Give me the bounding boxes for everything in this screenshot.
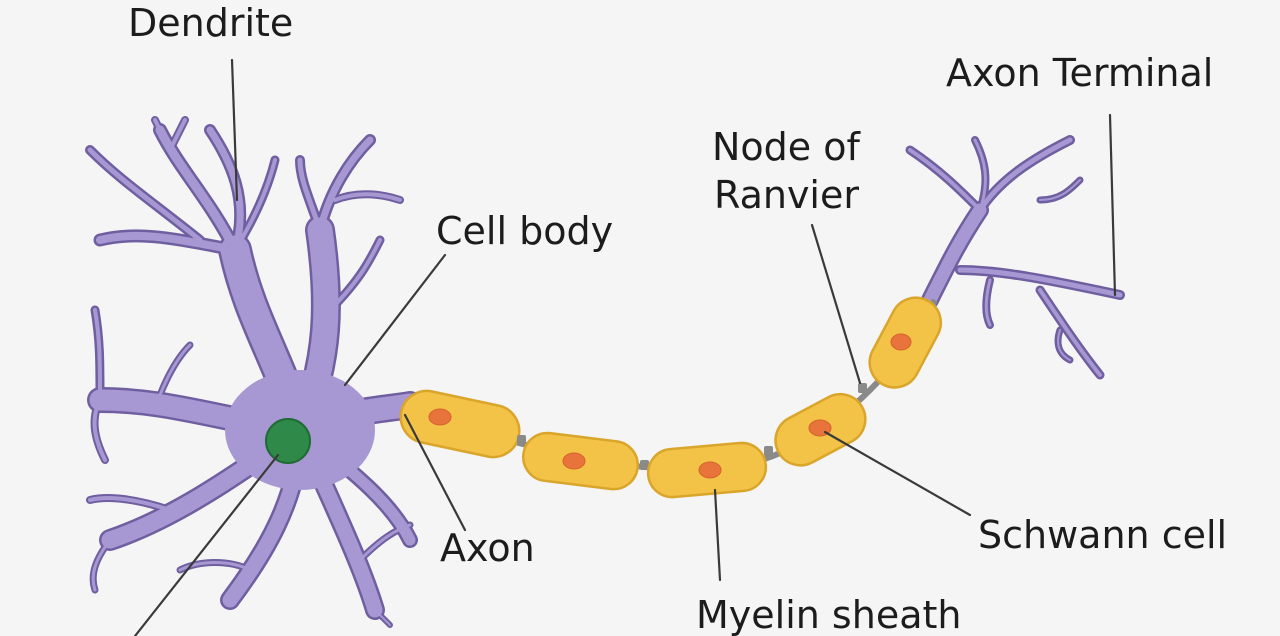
- label-myelin-sheath: Myelin sheath: [696, 593, 961, 636]
- leader-schwann-cell: [823, 430, 972, 517]
- label-axon: Axon: [440, 526, 535, 570]
- leader-myelin-sheath: [713, 488, 722, 582]
- leader-node-of-ranvier: [810, 223, 862, 385]
- label-cell-body: Cell body: [436, 209, 613, 253]
- schwann-cell-1: [399, 389, 521, 459]
- neuron-cell-shape: [85, 116, 424, 628]
- leader-axon: [403, 413, 467, 532]
- label-schwann-cell: Schwann cell: [978, 513, 1227, 557]
- axon-terminal-shape: [905, 135, 1125, 380]
- leader-cell-body: [343, 253, 447, 387]
- label-node-of-ranvier-line2: Ranvier: [714, 173, 859, 217]
- node-of-ranvier-1: [517, 435, 526, 445]
- leader-axon-terminal: [1108, 113, 1117, 297]
- label-axon-terminal: Axon Terminal: [946, 51, 1213, 95]
- node-of-ranvier-3: [764, 446, 773, 456]
- label-node-of-ranvier-line1: Node of: [712, 125, 862, 169]
- leader-nucleus: [133, 453, 280, 636]
- label-dendrite: Dendrite: [128, 1, 293, 45]
- leader-dendrite: [230, 58, 239, 202]
- cell-nucleus: [265, 418, 311, 464]
- node-of-ranvier-4: [858, 383, 867, 393]
- node-of-ranvier-2: [640, 460, 649, 470]
- myelin-sheath-shape: [399, 296, 943, 499]
